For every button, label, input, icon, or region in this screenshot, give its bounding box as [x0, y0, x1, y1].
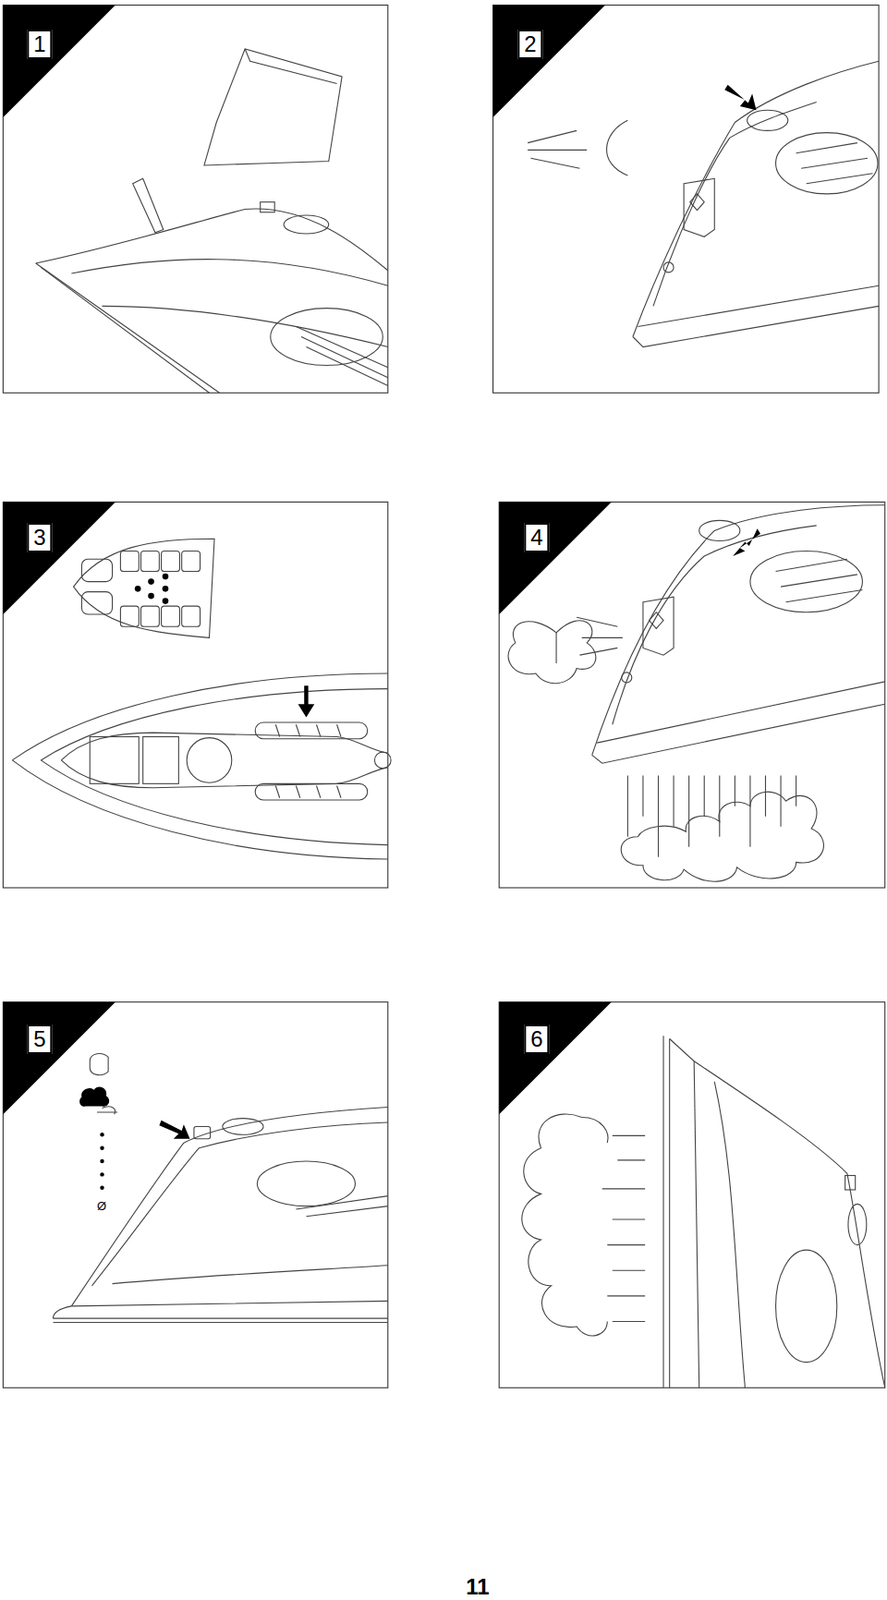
panel-number: 6 [523, 1024, 549, 1055]
panel-number: 4 [523, 522, 549, 553]
steam-off-symbol: Ø [97, 1200, 107, 1213]
panel-number: 3 [26, 522, 52, 553]
panel-number: 2 [517, 29, 543, 60]
page-number: 11 [465, 1576, 489, 1599]
panel-number: 5 [26, 1024, 52, 1055]
panel-number: 1 [26, 29, 52, 60]
